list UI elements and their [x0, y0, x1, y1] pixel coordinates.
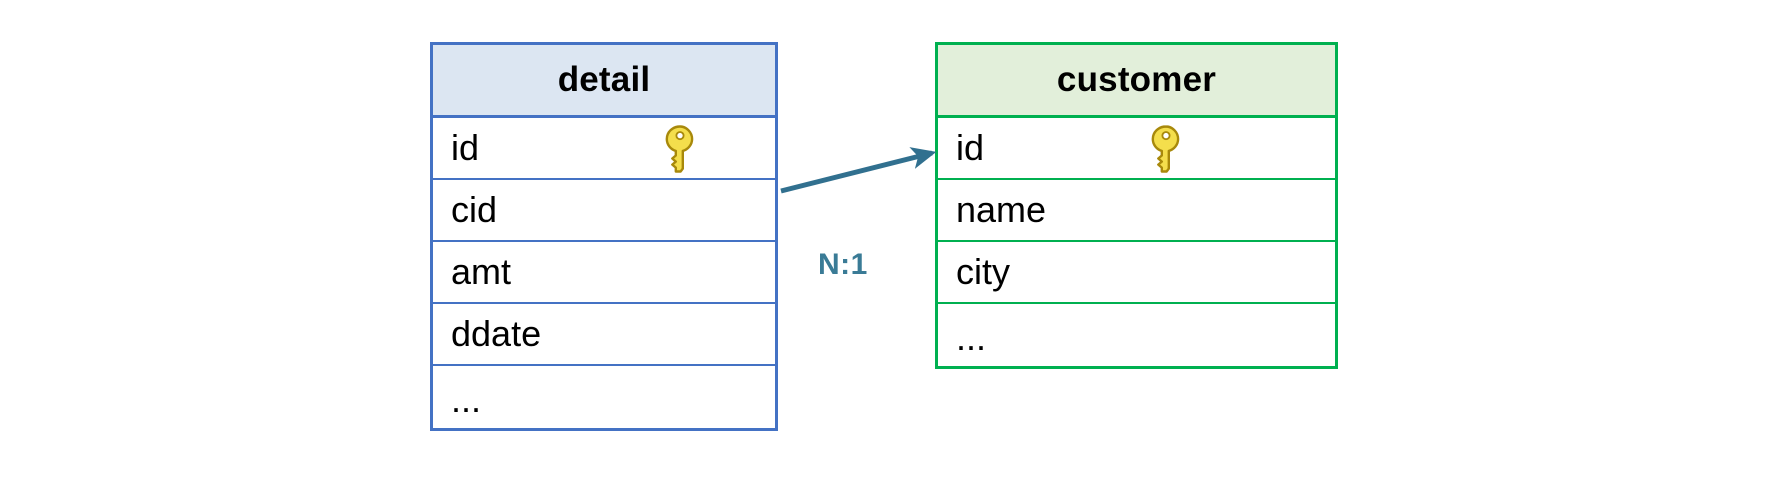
- field-row-customer-id[interactable]: id: [938, 118, 1335, 180]
- field-row-customer-name[interactable]: name: [938, 180, 1335, 242]
- key-icon: [1149, 124, 1183, 174]
- field-label: id: [956, 127, 985, 168]
- entity-customer-title: customer: [938, 45, 1335, 118]
- field-label: name: [956, 189, 1047, 230]
- cardinality-label: N:1: [818, 248, 868, 281]
- field-label: ...: [451, 379, 482, 420]
- relationship-arrow[interactable]: [760, 120, 960, 220]
- field-label: ddate: [451, 313, 542, 354]
- field-row-detail-ddate[interactable]: ddate: [433, 304, 775, 366]
- field-row-detail-cid[interactable]: cid: [433, 180, 775, 242]
- entity-customer[interactable]: customer id name city ...: [935, 42, 1338, 369]
- field-row-detail-id[interactable]: id: [433, 118, 775, 180]
- field-label: amt: [451, 251, 512, 292]
- key-icon: [663, 124, 697, 174]
- entity-detail[interactable]: detail id cid amt ddate ...: [430, 42, 778, 431]
- entity-detail-title: detail: [433, 45, 775, 118]
- field-label: cid: [451, 189, 498, 230]
- field-label: id: [451, 127, 480, 168]
- field-row-detail-amt[interactable]: amt: [433, 242, 775, 304]
- field-row-customer-city[interactable]: city: [938, 242, 1335, 304]
- entity-detail-title-text: detail: [557, 60, 651, 99]
- entity-customer-title-text: customer: [1056, 60, 1217, 99]
- field-row-detail-more[interactable]: ...: [433, 366, 775, 428]
- field-label: city: [956, 251, 1010, 292]
- field-row-customer-more[interactable]: ...: [938, 304, 1335, 366]
- relationship-line: [780, 147, 937, 194]
- field-label: ...: [956, 317, 987, 358]
